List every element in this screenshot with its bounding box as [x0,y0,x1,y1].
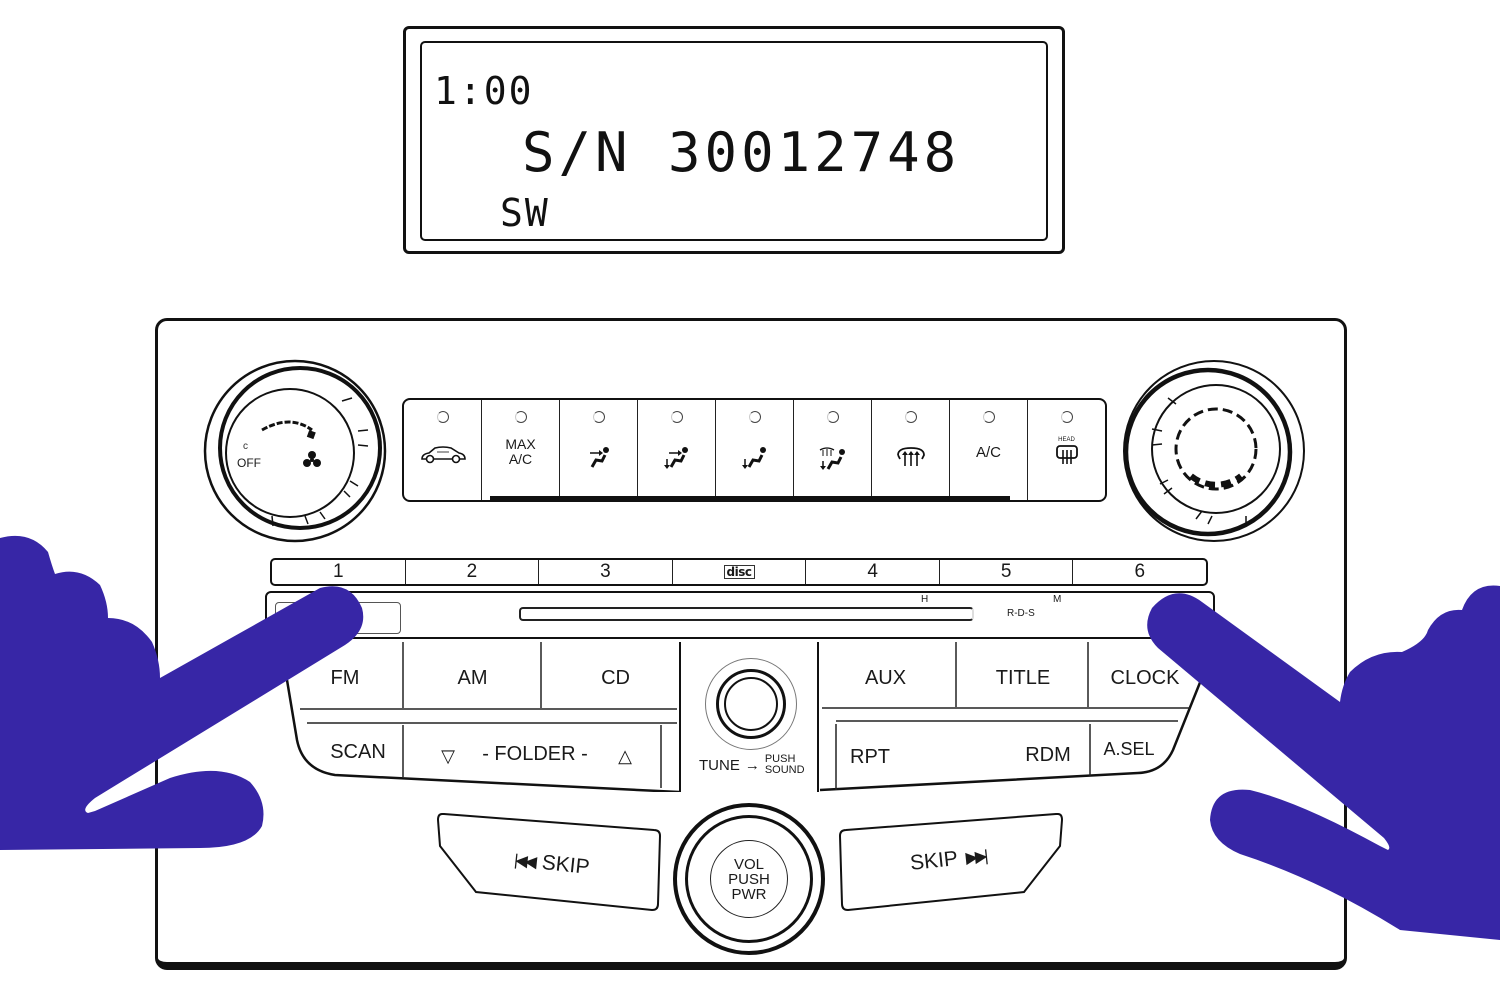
front-defrost-button[interactable] [872,400,950,500]
fan-off-label: OFF [237,456,261,470]
tune-label: TUNE [699,756,740,774]
skip-forward-icon: ▶▶| [964,848,987,868]
vent-face-icon [586,445,612,471]
cd-button[interactable]: CD [601,666,630,689]
vent-floor-defrost-button[interactable] [794,400,872,500]
rpt-button[interactable]: RPT [850,745,890,768]
skip-back-button[interactable]: |◀◀ SKIP [434,808,664,914]
m-indicator: M [1053,594,1062,605]
folder-label: - FOLDER - [482,742,588,765]
scan-button[interactable]: SCAN [330,740,386,763]
right-pointing-hand-icon [1147,585,1500,940]
fan-icon [303,451,321,467]
preset-strip: 1 2 3 disc 4 5 6 [270,558,1208,586]
fan-knob-graphic: c [203,359,387,543]
aux-button[interactable]: AUX [864,666,907,689]
right-cluster-outline [819,642,1203,792]
indicator-led [670,411,683,423]
rdm-button[interactable]: RDM [1025,743,1071,766]
vol-label: VOL [733,855,764,873]
right-button-cluster: AUX TITLE CLOCK RPT RDM A.SEL [818,640,1203,792]
recirculation-car-icon [419,445,467,465]
indicator-led [514,411,527,423]
vent-floor-icon [741,445,769,471]
vent-face-floor-button[interactable] [638,400,716,500]
rear-defrost-icon [1055,444,1079,466]
rds-indicator: R-D-S [1007,608,1035,619]
serial-number-text: S/N 30012748 [522,121,961,184]
temperature-dial-icon [1123,360,1305,542]
vent-floor-defrost-icon [818,445,848,473]
skip-forward-button[interactable]: SKIP ▶▶| [836,808,1066,914]
fm-button[interactable]: FM [330,666,360,689]
preset-4-button[interactable]: 4 [806,560,940,584]
indicator-led [826,411,839,423]
compact-disc-logo-icon: disc [723,564,755,579]
max-ac-button[interactable]: MAX A/C [482,400,560,500]
tune-push-sound-label: TUNE → PUSH SOUND [699,754,805,776]
lcd-display-frame: 1:00 S/N 30012748 SW [403,26,1065,254]
preset-2-button[interactable]: 2 [406,560,540,584]
climate-strip-shadow [490,496,1010,501]
push-label: PUSH [764,753,796,765]
ac-label: A/C [975,444,1001,461]
skip-forward-label: SKIP [908,847,959,875]
indicator-led [1060,411,1073,423]
title-button[interactable]: TITLE [995,666,1051,689]
vol-pwr-label: PWR [731,885,767,903]
cd-slot-row: H M R-D-S [265,591,1215,639]
ac-button[interactable]: A/C [950,400,1028,500]
volume-power-knob[interactable]: VOL PUSH PWR [673,803,825,955]
fan-speed-knob[interactable]: c OFF [200,356,390,546]
preset-5-button[interactable]: 5 [940,560,1074,584]
clock-button[interactable]: CLOCK [1110,666,1180,689]
climate-control-strip: MAX A/C A/C HEAD [402,398,1107,502]
sound-label: SOUND [764,764,805,776]
skip-back-outline [436,813,662,912]
tune-knob-cap [724,677,778,731]
am-button[interactable]: AM [457,666,488,689]
head-label: HEAD [1058,437,1075,443]
indicator-led [436,411,449,423]
volume-knob-ring: VOL PUSH PWR [685,815,813,943]
left-cluster-outline [285,642,680,792]
disc-logo-area: disc [673,560,807,584]
tune-knob-ring [716,669,786,739]
tune-knob-area: TUNE → PUSH SOUND [679,642,819,792]
skip-back-icon: |◀◀ [513,852,535,872]
lcd-display-screen: 1:00 S/N 30012748 SW [420,41,1048,241]
preset-3-button[interactable]: 3 [539,560,673,584]
volume-knob-cap[interactable]: VOL PUSH PWR [710,840,788,918]
folder-up-button[interactable]: △ [618,745,632,766]
front-defrost-icon [895,445,927,469]
left-button-cluster: FM AM CD SCAN ▽ - FOLDER - △ [285,640,681,792]
recirculation-button[interactable] [404,400,482,500]
left-pointing-hand-icon [0,535,364,850]
preset-1-button[interactable]: 1 [272,560,406,584]
indicator-led [748,411,761,423]
skip-back-label: SKIP [540,851,591,879]
skip-forward-outline [838,813,1064,912]
svg-text:c: c [243,441,248,452]
folder-down-button[interactable]: ▽ [441,745,455,766]
vent-floor-button[interactable] [716,400,794,500]
band-indicator: SW [500,191,550,235]
vent-face-floor-icon [663,445,691,471]
push-sound-label: PUSH SOUND [765,754,805,776]
vent-face-button[interactable] [560,400,638,500]
temperature-knob[interactable] [1116,356,1310,546]
arrow-right-icon: → [744,756,760,774]
preset-6-button[interactable]: 6 [1134,561,1146,582]
indicator-led [982,411,995,423]
vol-push-label: PUSH [728,870,770,888]
indicator-led [592,411,605,423]
cd-slot[interactable] [519,607,974,621]
clock-time: 1:00 [434,69,534,113]
tune-knob[interactable] [705,658,797,750]
max-ac-label: MAX A/C [505,436,536,467]
h-indicator: H [921,594,929,605]
asel-button[interactable]: A.SEL [1103,738,1155,759]
indicator-led [904,411,917,423]
rear-defrost-button[interactable]: HEAD [1028,400,1105,500]
